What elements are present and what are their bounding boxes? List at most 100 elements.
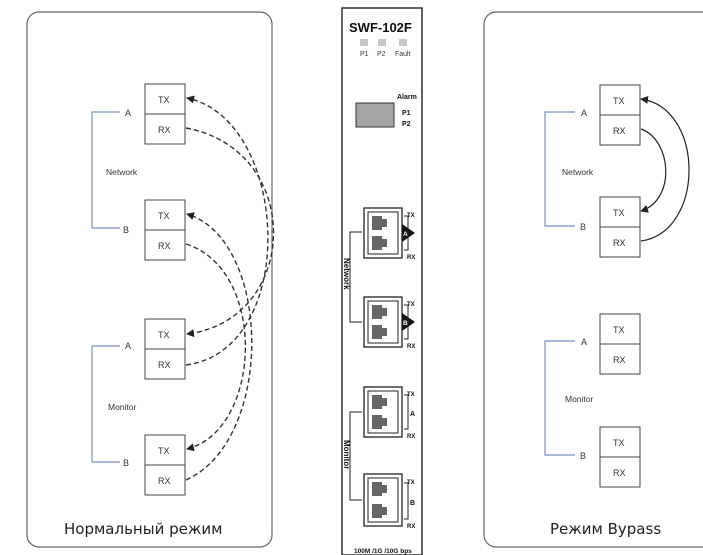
device-monitor-bracket bbox=[349, 411, 362, 501]
network-port-b-label: B bbox=[123, 225, 129, 235]
mon-port-a-bracket bbox=[404, 394, 409, 430]
device-network-bracket bbox=[349, 231, 362, 323]
link-netrx-b-to-montx-b bbox=[185, 243, 247, 452]
net-a-tx-label: TX bbox=[613, 96, 625, 106]
net-port-b-rx-label: RX bbox=[407, 344, 415, 350]
link-monrx-b-to-nettx-b bbox=[185, 212, 253, 481]
net-b-tx-label: TX bbox=[158, 211, 170, 221]
net-a-rx-label: RX bbox=[613, 126, 626, 136]
mon-port-a-cage bbox=[363, 386, 403, 438]
mon-b-rx-label: RX bbox=[613, 468, 626, 478]
mon-port-b-cage bbox=[363, 473, 403, 527]
mon-port-b-inner bbox=[367, 477, 399, 523]
monitor-port-a-label: A bbox=[125, 341, 131, 351]
device-body bbox=[341, 7, 423, 555]
link-netrx-b-to-nettx-a bbox=[640, 96, 690, 242]
net-b-rx-label: RX bbox=[613, 238, 626, 248]
net-port-a-rx-jack bbox=[372, 236, 387, 250]
net-b-tx-box bbox=[599, 196, 641, 228]
mon-a-rx-label: RX bbox=[158, 360, 171, 370]
net-a-tx-label: TX bbox=[158, 95, 170, 105]
panel-frame bbox=[26, 11, 273, 548]
mon-port-a-tx-label: TX bbox=[407, 392, 415, 398]
mon-a-tx-label: TX bbox=[158, 330, 170, 340]
alarm-window bbox=[355, 102, 395, 128]
mon-port-b-letter: B bbox=[410, 500, 415, 507]
mon-port-b-bracket bbox=[404, 482, 409, 520]
net-port-a-bracket bbox=[404, 215, 409, 251]
monitor-label: Monitor bbox=[108, 402, 137, 412]
monitor-label: Monitor bbox=[565, 394, 594, 404]
bypass-mode-panel: A B Network A B Monitor TX RX TX RX TX R… bbox=[483, 11, 703, 548]
link-netrx-a-to-nettx-b bbox=[640, 128, 667, 213]
network-port-b-label: B bbox=[580, 222, 586, 232]
led-p2-label: P2 bbox=[377, 51, 386, 58]
mon-b-tx-label: TX bbox=[613, 438, 625, 448]
network-port-a-label: A bbox=[125, 108, 131, 118]
mon-a-rx-label: RX bbox=[613, 355, 626, 365]
mon-port-a-inner bbox=[367, 390, 399, 434]
mon-port-a-rx-label: RX bbox=[407, 434, 415, 440]
mon-a-rx-box bbox=[144, 348, 186, 380]
mon-a-rx-box bbox=[599, 343, 641, 375]
net-b-rx-label: RX bbox=[158, 241, 171, 251]
alarm-p2-label: P2 bbox=[402, 121, 411, 128]
mon-port-a-tx-jack bbox=[372, 395, 387, 409]
mon-b-rx-box bbox=[144, 464, 186, 496]
net-port-b-tx-jack bbox=[372, 305, 387, 319]
monitor-port-a-label: A bbox=[581, 337, 587, 347]
device-model: SWF-102F bbox=[349, 20, 412, 35]
net-b-tx-box bbox=[144, 199, 186, 231]
monitor-bracket bbox=[91, 345, 120, 463]
monitor-port-b-label: B bbox=[123, 458, 129, 468]
device-front-panel: SWF-102F P1 P2 Fault Alarm P1 P2 Network… bbox=[341, 7, 423, 555]
net-port-b-letter: B bbox=[403, 320, 408, 327]
network-label: Network bbox=[562, 167, 594, 177]
net-port-a-cage bbox=[363, 207, 403, 259]
link-monrx-a-to-nettx-a bbox=[185, 95, 269, 366]
net-port-b-tx-label: TX bbox=[407, 302, 415, 308]
mon-b-tx-box bbox=[599, 426, 641, 458]
mon-port-a-rx-jack bbox=[372, 415, 387, 429]
net-a-rx-box bbox=[599, 114, 641, 146]
bypass-links bbox=[640, 96, 690, 242]
net-port-b-cage bbox=[363, 296, 403, 348]
net-a-tx-box bbox=[599, 84, 641, 116]
panel-frame bbox=[483, 11, 703, 548]
led-fault-label: Fault bbox=[395, 51, 411, 58]
mon-b-tx-label: TX bbox=[158, 446, 170, 456]
net-port-a-inner bbox=[367, 211, 399, 255]
mon-port-a-letter: A bbox=[410, 411, 415, 418]
monitor-port-b-label: B bbox=[580, 451, 586, 461]
net-a-rx-box bbox=[144, 113, 186, 145]
led-p2 bbox=[378, 39, 386, 46]
net-b-rx-box bbox=[144, 229, 186, 261]
net-port-b-rx-jack bbox=[372, 325, 387, 339]
mon-a-tx-box bbox=[599, 313, 641, 345]
net-port-a-tx-label: TX bbox=[407, 213, 415, 219]
network-bracket bbox=[544, 111, 575, 227]
net-port-b-bracket bbox=[404, 304, 409, 340]
mon-port-b-tx-jack bbox=[372, 482, 387, 496]
device-monitor-label: Monitor bbox=[342, 440, 351, 469]
led-p1 bbox=[360, 39, 368, 46]
net-a-tx-box bbox=[144, 83, 186, 115]
normal-mode-caption: Нормальный режим bbox=[64, 520, 222, 538]
net-b-rx-box bbox=[599, 226, 641, 258]
mon-b-rx-box bbox=[599, 456, 641, 488]
device-network-label: Network bbox=[342, 258, 351, 290]
alarm-label: Alarm bbox=[397, 94, 417, 101]
mon-port-b-rx-jack bbox=[372, 504, 387, 518]
network-label: Network bbox=[106, 167, 138, 177]
net-port-a-letter: A bbox=[403, 231, 408, 238]
bypass-mode-caption: Режим Bypass bbox=[550, 520, 661, 538]
mon-b-rx-label: RX bbox=[158, 476, 171, 486]
net-b-tx-label: TX bbox=[613, 208, 625, 218]
net-a-rx-label: RX bbox=[158, 125, 171, 135]
net-port-a-tx-jack bbox=[372, 216, 387, 230]
mon-port-b-tx-label: TX bbox=[407, 480, 415, 486]
mon-port-b-rx-label: RX bbox=[407, 524, 415, 530]
network-port-a-label: A bbox=[581, 108, 587, 118]
mon-a-tx-label: TX bbox=[613, 325, 625, 335]
